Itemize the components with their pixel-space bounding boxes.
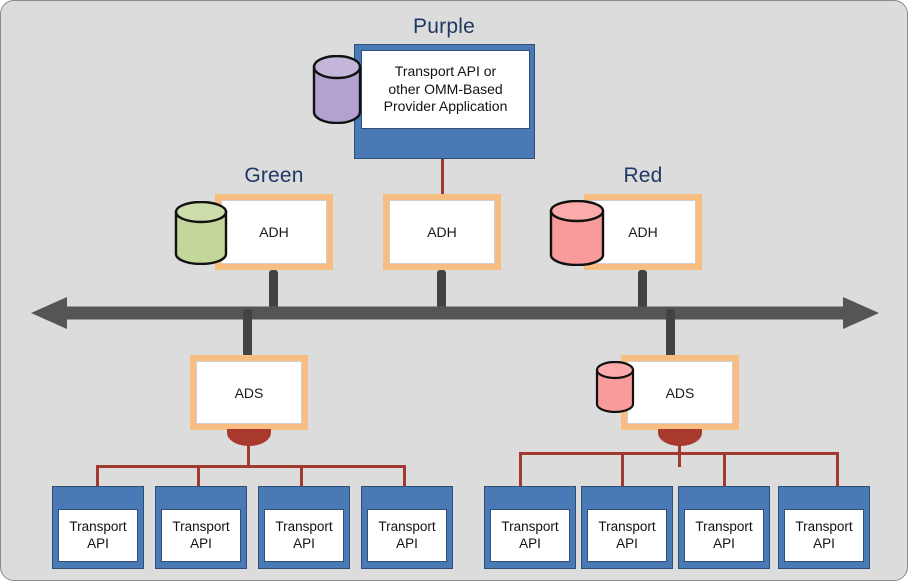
- bus-stem-ads-right: [666, 309, 675, 357]
- transport-api-client-6[interactable]: Transport API: [581, 486, 673, 569]
- ads-connector-dome-right: [658, 429, 702, 446]
- ads-node-right[interactable]: ADS: [621, 355, 739, 430]
- transport-api-client-7-line2: API: [713, 535, 735, 551]
- tree-left-drop-1: [96, 465, 99, 487]
- transport-api-client-5-inner: Transport API: [490, 509, 570, 562]
- ads-node-left[interactable]: ADS: [190, 355, 308, 430]
- bus-stem-ads-left: [243, 309, 252, 357]
- zone-label-purple: Purple: [413, 15, 475, 38]
- ads-node-left-label: ADS: [196, 361, 302, 424]
- adh-node-green[interactable]: ADH: [215, 194, 333, 270]
- provider-line-3: Provider Application: [383, 98, 508, 115]
- transport-api-client-6-line2: API: [616, 535, 638, 551]
- tree-left-drop-4: [403, 465, 406, 487]
- zone-label-green: Green: [244, 164, 304, 187]
- adh-node-middle[interactable]: ADH: [383, 194, 501, 270]
- transport-api-client-7-line1: Transport: [695, 519, 753, 535]
- tree-right-drop-3: [723, 452, 726, 487]
- adh-node-middle-label: ADH: [389, 200, 495, 264]
- link-provider-to-adh: [441, 158, 444, 195]
- transport-api-client-3-line2: API: [293, 535, 315, 551]
- bus-stem-adh-middle: [437, 270, 446, 315]
- transport-api-client-6-inner: Transport API: [587, 509, 667, 562]
- database-cylinder-green: [174, 200, 228, 266]
- transport-api-client-4[interactable]: Transport API: [361, 486, 453, 569]
- transport-api-client-3[interactable]: Transport API: [258, 486, 350, 569]
- tree-right-drop-4: [836, 452, 839, 487]
- transport-api-client-4-inner: Transport API: [367, 509, 447, 562]
- transport-api-client-5-line1: Transport: [501, 519, 559, 535]
- transport-api-client-7[interactable]: Transport API: [678, 486, 770, 569]
- transport-api-client-1-inner: Transport API: [58, 509, 138, 562]
- tree-right-drop-2: [621, 452, 624, 487]
- transport-api-client-7-inner: Transport API: [684, 509, 764, 562]
- transport-api-client-3-inner: Transport API: [264, 509, 344, 562]
- transport-api-client-2-inner: Transport API: [161, 509, 241, 562]
- transport-api-client-2-line1: Transport: [172, 519, 230, 535]
- transport-api-client-2-line2: API: [190, 535, 212, 551]
- tree-left-bar: [96, 465, 406, 468]
- transport-api-client-5-line2: API: [519, 535, 541, 551]
- provider-line-1: Transport API or: [394, 62, 497, 79]
- tree-right-trunk: [678, 443, 681, 467]
- transport-api-client-6-line1: Transport: [598, 519, 656, 535]
- ads-node-right-label: ADS: [627, 361, 733, 424]
- transport-api-client-8-line2: API: [813, 535, 835, 551]
- provider-application-inner: Transport API or other OMM-Based Provide…: [361, 50, 530, 129]
- provider-application-box[interactable]: Transport API or other OMM-Based Provide…: [354, 44, 535, 159]
- transport-api-client-4-line2: API: [396, 535, 418, 551]
- transport-api-client-8[interactable]: Transport API: [778, 486, 870, 569]
- transport-api-client-1-line2: API: [87, 535, 109, 551]
- transport-api-client-1-line1: Transport: [69, 519, 127, 535]
- transport-api-client-4-line1: Transport: [378, 519, 436, 535]
- tree-left-trunk: [247, 443, 250, 467]
- transport-api-client-1[interactable]: Transport API: [52, 486, 144, 569]
- ads-connector-dome-left: [227, 429, 271, 446]
- adh-node-green-label: ADH: [221, 200, 327, 264]
- transport-api-client-8-line1: Transport: [795, 519, 853, 535]
- tree-right-drop-1: [519, 452, 522, 487]
- provider-line-2: other OMM-Based: [388, 80, 503, 97]
- tree-left-drop-2: [197, 465, 200, 487]
- bus-stem-adh-green: [269, 270, 278, 315]
- tree-left-drop-3: [300, 465, 303, 487]
- message-bus: [31, 293, 879, 333]
- adh-node-red-label: ADH: [590, 200, 696, 264]
- database-cylinder-red-adh: [549, 199, 605, 267]
- transport-api-client-2[interactable]: Transport API: [155, 486, 247, 569]
- database-cylinder-red-ads: [595, 360, 635, 414]
- database-cylinder-purple: [312, 54, 362, 125]
- tree-right-trunk-join: [678, 443, 681, 455]
- transport-api-client-5[interactable]: Transport API: [484, 486, 576, 569]
- zone-label-red: Red: [623, 164, 663, 187]
- transport-api-client-3-line1: Transport: [275, 519, 333, 535]
- transport-api-client-8-inner: Transport API: [784, 509, 864, 562]
- bus-stem-adh-red: [638, 270, 647, 315]
